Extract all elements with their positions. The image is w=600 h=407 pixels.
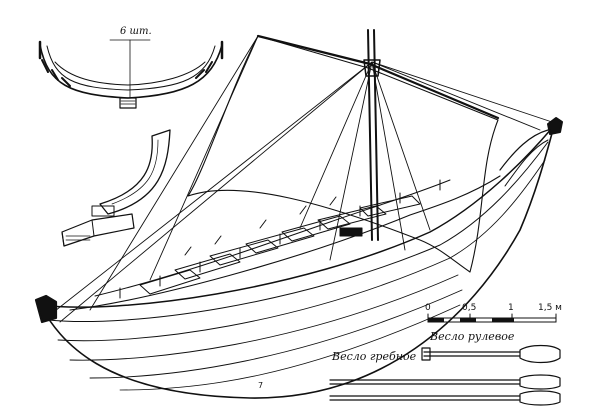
gunwale-details (119, 179, 441, 299)
scale-tick-1: 1 (508, 303, 514, 313)
scale-tick-1-5: 1,5 м (538, 303, 562, 313)
scale-tick-0: 0 (425, 303, 431, 313)
scale-tick-0-5: 0,5 (462, 303, 476, 313)
thwarts (139, 195, 421, 295)
rowing-oar-label: Весло гребное (331, 350, 417, 363)
hull-cross-section (38, 39, 224, 109)
rowing-oars-drawing (329, 374, 561, 406)
steering-oar-label: Весло рулевое (429, 330, 515, 343)
frame-count-label: 6 шт. (120, 26, 152, 37)
scale-bar (427, 313, 557, 323)
keel-beam-block (61, 205, 135, 247)
boat-hull (34, 117, 563, 399)
figure-number: 7 (258, 381, 263, 390)
steering-oar-drawing (421, 344, 561, 364)
sail (187, 34, 500, 273)
frame-timber (99, 129, 171, 215)
rigging (45, 35, 553, 323)
